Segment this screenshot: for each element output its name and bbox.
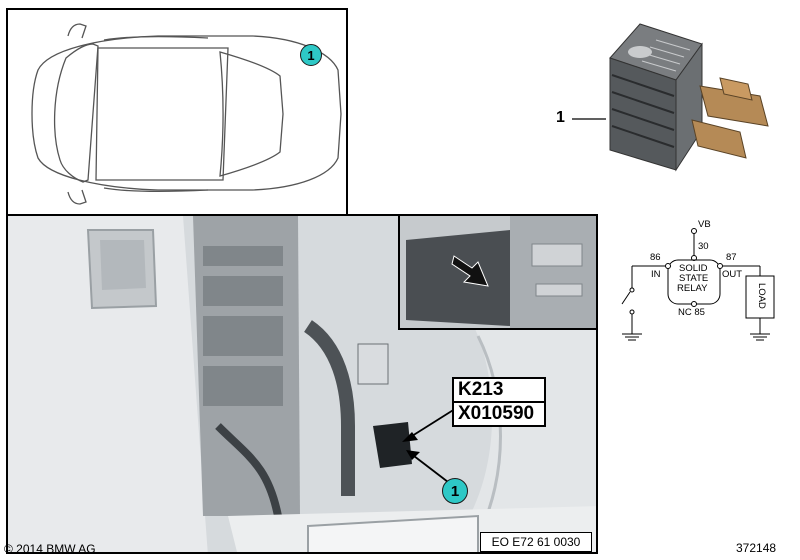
pin-nc85-label: NC 85 bbox=[678, 307, 705, 318]
inset-drawing bbox=[400, 216, 596, 328]
relay-part-label: 1 bbox=[556, 109, 565, 126]
load-label: LOAD bbox=[756, 283, 767, 309]
detail-inset-panel bbox=[398, 214, 598, 330]
car-outline-drawing bbox=[31, 23, 342, 205]
relay-text-line2: STATE bbox=[679, 273, 709, 284]
component-label-box: K213 bbox=[452, 377, 546, 403]
reference-code-box: EO E72 61 0030 bbox=[480, 532, 592, 552]
copyright-text: © 2014 BMW AG bbox=[4, 542, 96, 556]
image-number: 372148 bbox=[736, 541, 777, 555]
car-callout-badge: 1 bbox=[300, 44, 322, 66]
car-overview-panel: 1 bbox=[6, 8, 348, 216]
photo-callout-badge: 1 bbox=[442, 478, 468, 504]
out-label: OUT bbox=[722, 269, 743, 280]
pin-86-label: 86 bbox=[650, 252, 661, 263]
pin-30-label: 30 bbox=[698, 241, 709, 252]
in-label: IN bbox=[651, 269, 661, 280]
connector-label-box: X010590 bbox=[452, 401, 546, 427]
relay-text-line3: RELAY bbox=[677, 283, 708, 294]
supply-label: VB bbox=[698, 219, 711, 230]
pin-87-label: 87 bbox=[726, 252, 737, 263]
relay-text-line1: SOLID bbox=[679, 263, 708, 274]
